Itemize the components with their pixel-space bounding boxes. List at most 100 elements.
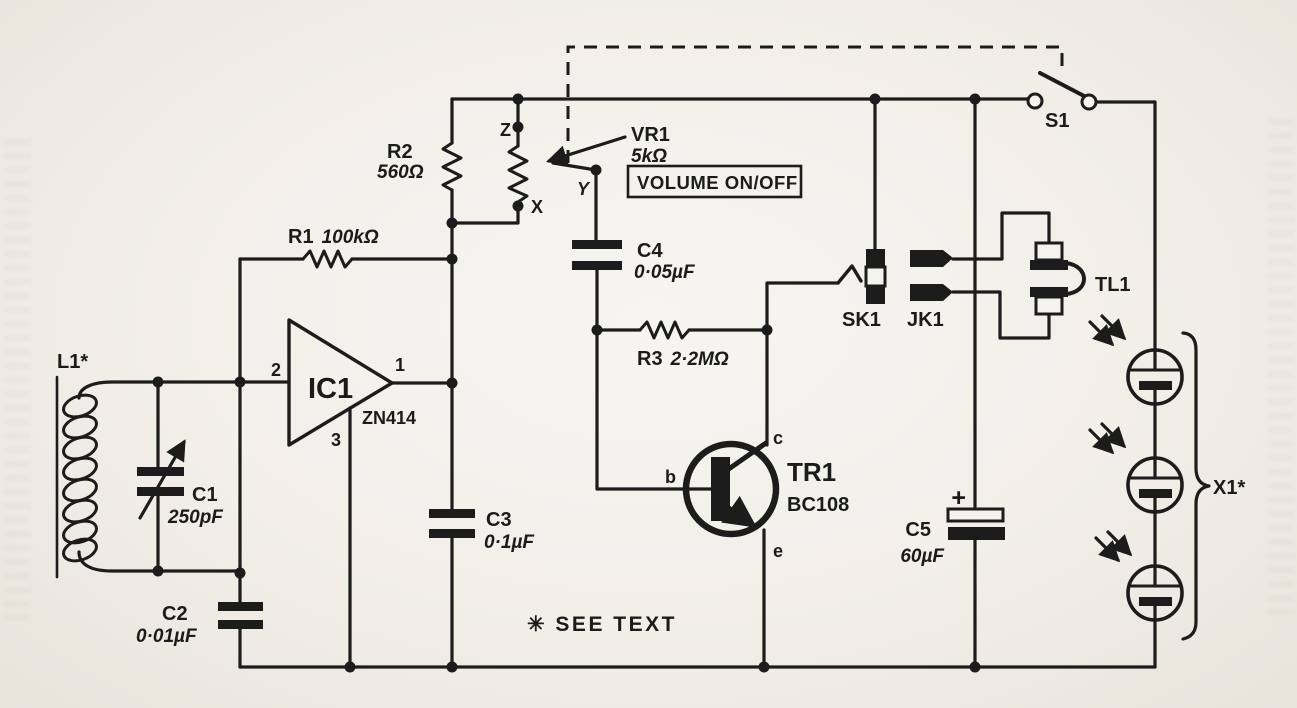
- emitter-arrow: [720, 495, 757, 528]
- c4-capacitor: C4 0·05µF: [572, 240, 696, 283]
- earpiece-terminal-bar: [1030, 260, 1068, 270]
- vr1-terminal-x-label: X: [531, 197, 543, 217]
- r2-resistor: R2 560Ω: [377, 141, 463, 192]
- c2-label: C2: [162, 603, 188, 625]
- resistor-zigzag: [507, 144, 529, 208]
- solar-cell: [1088, 314, 1184, 406]
- socket-insulator: [864, 265, 887, 288]
- resistor-zigzag: [441, 141, 463, 192]
- ic1-pin3-label: 3: [331, 430, 341, 450]
- light-arrow: [1100, 422, 1127, 449]
- sk1-jack-socket: SK1: [842, 249, 887, 331]
- r2-value: 560Ω: [377, 162, 424, 183]
- junction-dots: [152, 93, 981, 673]
- junction-dot: [446, 377, 458, 389]
- earpiece-terminal-cap: [1034, 241, 1064, 262]
- coil-turns: [62, 393, 98, 563]
- sk1-label: SK1: [842, 309, 881, 331]
- socket-contact: [866, 249, 885, 267]
- wiring: [110, 45, 1157, 669]
- capacitor-plate: [218, 602, 263, 611]
- resistor-zigzag: [301, 249, 354, 269]
- vr1-value: 5kΩ: [631, 146, 667, 167]
- solar-cell: [1094, 530, 1184, 622]
- resistor-zigzag: [638, 320, 691, 340]
- junction-dot: [591, 324, 603, 336]
- earpiece-terminal-cap: [1034, 295, 1064, 316]
- volume-box-label: VOLUME ON/OFF: [637, 172, 798, 193]
- junction-dot: [446, 253, 458, 265]
- junction-dot: [234, 376, 246, 388]
- capacitor-plate: [429, 529, 475, 538]
- tl1-label: TL1: [1095, 274, 1131, 296]
- cell-circle: [1126, 564, 1184, 622]
- tl1-earpiece: TL1: [1030, 241, 1131, 316]
- capacitor-positive-plate: [946, 507, 1005, 523]
- coil-turn: [62, 519, 98, 545]
- earpiece-terminal-bar: [1030, 287, 1068, 297]
- capacitor-negative-plate: [948, 527, 1005, 540]
- jk1-label: JK1: [907, 309, 944, 331]
- junction-dot: [512, 93, 524, 105]
- capacitor-plate: [429, 509, 475, 518]
- x1-label: X1*: [1213, 477, 1245, 499]
- ic1-pin2-label: 2: [271, 360, 281, 380]
- c4-lead-wires: [594, 168, 599, 332]
- collector-stroke: [720, 440, 769, 476]
- junction-dot: [969, 93, 981, 105]
- c2-value: 0·01µF: [136, 626, 198, 647]
- vr1-terminal-z-dot: [512, 121, 524, 133]
- c1-label: C1: [192, 484, 218, 506]
- tr1-label: TR1: [787, 457, 836, 487]
- switch-contact: [1026, 92, 1044, 110]
- junction-dot: [446, 217, 458, 229]
- capacitor-plate: [218, 620, 263, 629]
- junction-dot: [969, 661, 981, 673]
- tr1-collector-wire: [765, 281, 840, 447]
- junction-dot: [344, 661, 356, 673]
- volume-on-off-box: VOLUME ON/OFF: [626, 164, 803, 199]
- light-arrow: [1088, 320, 1115, 347]
- cell-short-plate: [1139, 597, 1172, 606]
- stack-brace: [1181, 331, 1211, 641]
- transistor-circle: [682, 440, 780, 538]
- see-text-note: ✳ SEE TEXT: [527, 613, 677, 636]
- vr1-potentiometer: Z X Y VR1 5kΩ VOLUME ON/OFF: [500, 120, 803, 217]
- amplifier-triangle: [287, 318, 394, 447]
- c5-polarity-plus: +: [951, 484, 966, 512]
- tr1-base-wire: [595, 328, 713, 491]
- light-arrow: [1088, 428, 1115, 455]
- jk1-tl1-bottom-wire: [951, 290, 1051, 340]
- earpiece-dome: [1064, 261, 1086, 296]
- scan-bleed-left: [4, 140, 30, 620]
- sk1-spring-contact: [836, 264, 863, 285]
- c1-variable-capacitor: C1 250pF: [137, 380, 224, 573]
- switch-lever: [1038, 71, 1088, 99]
- x1-solar-cell-stack: X1*: [1088, 314, 1245, 641]
- cell-circle: [1126, 348, 1184, 406]
- light-arrow: [1094, 536, 1121, 563]
- capacitor-plate: [572, 240, 622, 249]
- jk1-jack-plug: JK1: [907, 250, 953, 331]
- l1-inductor: L1*: [55, 351, 114, 579]
- junction-dot: [869, 93, 881, 105]
- tr1-transistor: b c e TR1 BC108: [665, 264, 863, 561]
- vr1-label: VR1: [631, 124, 670, 146]
- capacitor-plate: [137, 467, 184, 476]
- callout-box: [626, 164, 803, 199]
- c3-label: C3: [486, 509, 512, 531]
- vr1-terminal-z-label: Z: [500, 120, 511, 140]
- c5-value: 60µF: [900, 546, 945, 567]
- light-arrow: [1100, 314, 1127, 341]
- l1-label: L1*: [57, 351, 88, 373]
- c5-label: C5: [905, 519, 931, 541]
- tr1-emitter-label: e: [773, 541, 783, 561]
- scan-bleed-right: [1268, 120, 1294, 620]
- coil-bottom-lead: [77, 550, 114, 573]
- c3-capacitor: C3 0·1µF: [429, 509, 535, 553]
